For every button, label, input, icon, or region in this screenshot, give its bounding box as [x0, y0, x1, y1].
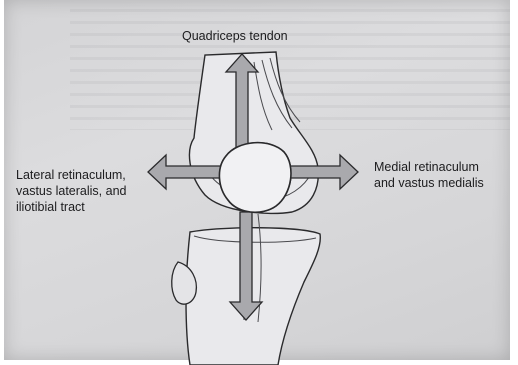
- lateral-retinaculum-label: Lateral retinaculum, vastus lateralis, a…: [16, 167, 156, 215]
- quadriceps-tendon-label: Quadriceps tendon: [182, 28, 288, 44]
- tibia: [186, 228, 320, 365]
- medial-retinaculum-label: Medial retinaculum and vastus medialis: [374, 159, 514, 191]
- patella-outline: [219, 143, 291, 213]
